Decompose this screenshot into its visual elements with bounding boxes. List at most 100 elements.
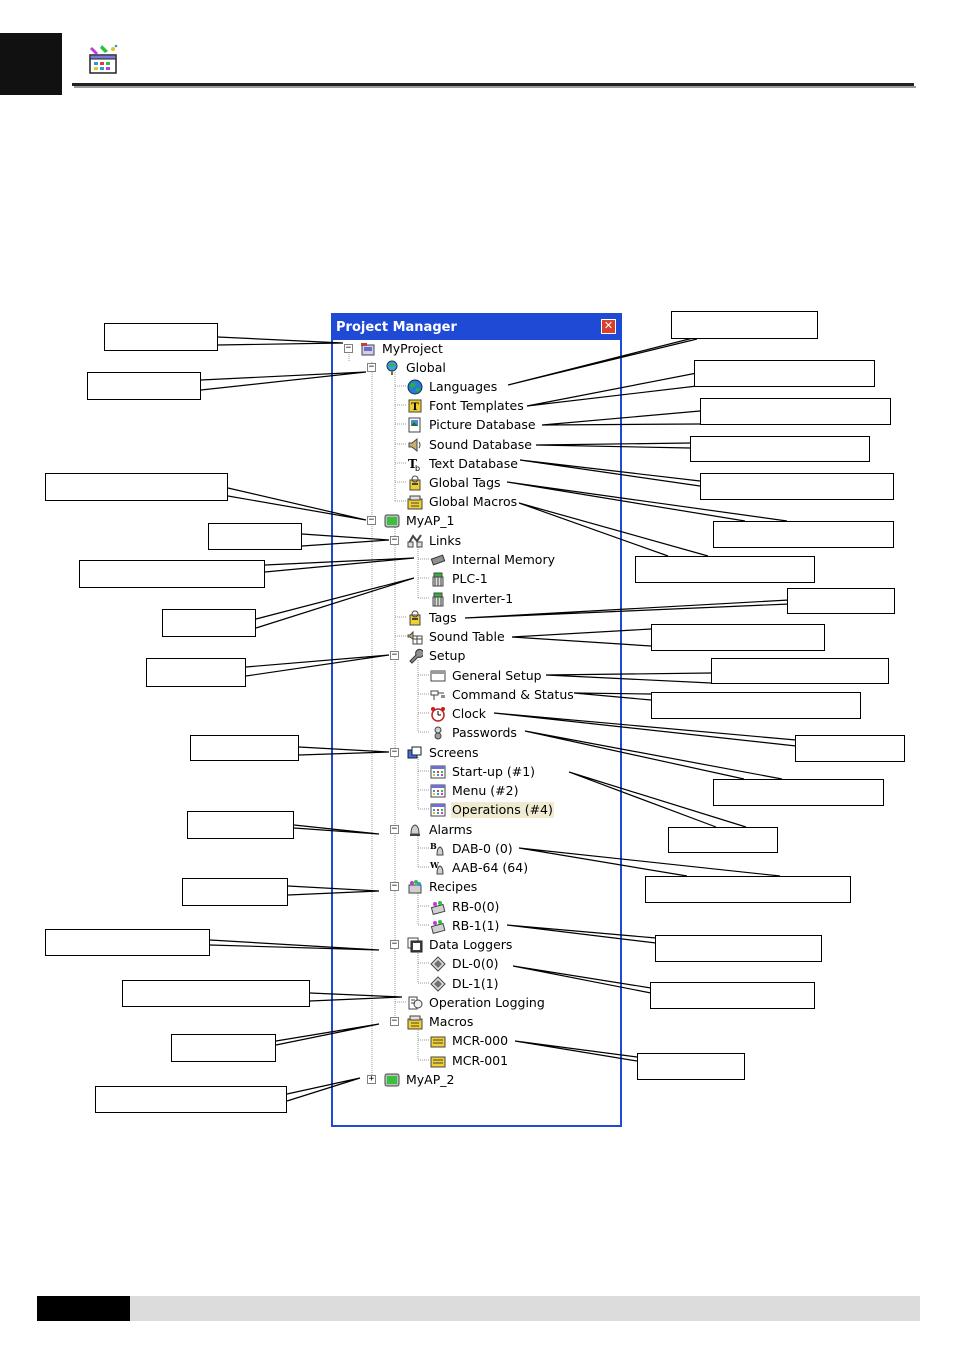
collapse-toggle-icon[interactable]: − <box>390 1016 399 1026</box>
tree-item-mcr000[interactable]: MCR-000 <box>430 1031 509 1050</box>
word-alarm-icon: W <box>430 860 444 874</box>
tree-item-rb0[interactable]: RB-0(0) <box>430 897 500 916</box>
tree-item-command-status[interactable]: Command & Status <box>430 685 575 704</box>
callout-box <box>787 588 895 614</box>
recipe-icon <box>430 919 446 934</box>
tree-item-dl1[interactable]: DL-1(1) <box>430 974 500 993</box>
tree-item-inverter1[interactable]: Inverter-1 <box>430 589 514 608</box>
tree-item-label: Global Macros <box>429 493 518 509</box>
chapter-tab-block <box>0 33 62 95</box>
tree-item-global-macros[interactable]: Global Macros <box>407 492 518 511</box>
callout-box <box>182 878 288 906</box>
footer-bar <box>130 1296 920 1321</box>
tree-item-passwords[interactable]: Passwords <box>430 723 518 742</box>
callout-box <box>122 980 310 1007</box>
collapse-toggle-icon[interactable]: − <box>367 515 376 525</box>
callout-box <box>655 935 822 962</box>
tree-item-macros[interactable]: Macros <box>407 1012 474 1031</box>
tree-item-links[interactable]: Links <box>407 531 462 550</box>
tree-item-label: Text Database <box>429 455 518 471</box>
keys-icon <box>434 726 442 739</box>
tree-item-label: PLC-1 <box>452 570 488 586</box>
svg-text:T: T <box>411 402 419 413</box>
callout-box <box>95 1086 287 1113</box>
collapse-toggle-icon[interactable]: − <box>390 824 399 834</box>
collapse-toggle-icon[interactable]: − <box>390 747 399 757</box>
collapse-toggle-icon[interactable]: − <box>390 650 399 660</box>
tree-item-label: MCR-000 <box>452 1032 509 1048</box>
tree-item-startup[interactable]: Start-up (#1) <box>430 762 536 781</box>
callout-box <box>171 1034 276 1062</box>
tree-item-operation-logging[interactable]: Operation Logging <box>407 993 546 1012</box>
collapse-toggle-icon[interactable]: − <box>367 362 376 372</box>
tree-item-label: Recipes <box>429 878 478 894</box>
tree-item-internal-memory[interactable]: Internal Memory <box>430 550 556 569</box>
window-title: Project Manager <box>333 315 620 340</box>
clock-icon <box>431 706 445 722</box>
tree-item-label: Operations (#4) <box>451 801 554 818</box>
tree-item-menu[interactable]: Menu (#2) <box>430 781 519 800</box>
recipes-icon <box>408 879 422 893</box>
tree-item-sound-database[interactable]: Sound Database <box>407 435 533 454</box>
plc-icon <box>432 572 444 586</box>
operation-log-icon <box>408 996 423 1009</box>
logger-icon <box>430 975 446 992</box>
callout-box <box>45 929 210 956</box>
tree-item-screens[interactable]: Screens <box>407 743 480 762</box>
bell-icon <box>410 823 420 836</box>
tree-item-label: Languages <box>429 378 498 394</box>
callout-box <box>162 609 256 637</box>
tree-item-clock[interactable]: Clock <box>430 704 487 723</box>
tree-item-label: DL-0(0) <box>452 955 499 971</box>
callout-box <box>671 311 818 339</box>
tree-item-rb1[interactable]: RB-1(1) <box>430 916 500 935</box>
tree-item-myap1[interactable]: MyAP_1 <box>384 511 455 530</box>
callout-box <box>87 372 201 400</box>
tree-item-myap2[interactable]: MyAP_2 <box>384 1070 455 1089</box>
collapse-toggle-icon[interactable]: − <box>344 343 353 353</box>
tree-item-global-tags[interactable]: Global Tags <box>407 473 502 492</box>
close-icon[interactable]: ✕ <box>601 319 616 334</box>
tree-item-general-setup[interactable]: General Setup <box>430 666 543 685</box>
collapse-toggle-icon[interactable]: − <box>390 881 399 891</box>
tree-item-plc1[interactable]: PLC-1 <box>430 569 489 588</box>
callout-box <box>635 556 815 583</box>
tree-item-label: Macros <box>429 1013 474 1029</box>
tree-item-tags[interactable]: Tags <box>407 608 458 627</box>
callout-box <box>700 398 891 425</box>
collapse-toggle-icon[interactable]: − <box>390 939 399 949</box>
callout-box <box>700 473 894 500</box>
tree-item-label: Internal Memory <box>452 551 555 567</box>
svg-text:W: W <box>430 860 440 870</box>
callout-box <box>104 323 218 351</box>
expand-toggle-icon[interactable]: + <box>367 1074 376 1084</box>
logger-icon <box>430 955 446 972</box>
tree-item-label: Command & Status <box>452 686 574 702</box>
tree-item-picture-database[interactable]: Picture Database <box>407 415 537 434</box>
tree-item-dl0[interactable]: DL-0(0) <box>430 954 500 973</box>
callout-box <box>45 473 228 501</box>
bit-alarm-icon: B <box>430 841 444 855</box>
tree-item-languages[interactable]: Languages <box>407 377 498 396</box>
tree-item-global[interactable]: Global <box>384 358 447 377</box>
text-icon: Tb <box>408 457 420 472</box>
tree-item-myproject[interactable]: MyProject <box>360 339 444 358</box>
callout-box <box>187 811 294 839</box>
tree-item-label: Sound Database <box>429 436 532 452</box>
command-icon <box>430 690 445 700</box>
tree-item-setup[interactable]: Setup <box>407 646 466 665</box>
tree-item-alarms[interactable]: Alarms <box>407 820 473 839</box>
tree-item-recipes[interactable]: Recipes <box>407 877 478 896</box>
tree-item-data-loggers[interactable]: Data Loggers <box>407 935 513 954</box>
tree-item-sound-table[interactable]: Sound Table <box>407 627 506 646</box>
tree-item-mcr001[interactable]: MCR-001 <box>430 1051 509 1070</box>
collapse-toggle-icon[interactable]: − <box>390 535 399 545</box>
globe-pin-icon <box>386 360 398 375</box>
tree-item-operations[interactable]: Operations (#4) <box>430 800 554 819</box>
tree-item-label: Operation Logging <box>429 994 545 1010</box>
tree-item-label: MyAP_1 <box>406 512 455 528</box>
